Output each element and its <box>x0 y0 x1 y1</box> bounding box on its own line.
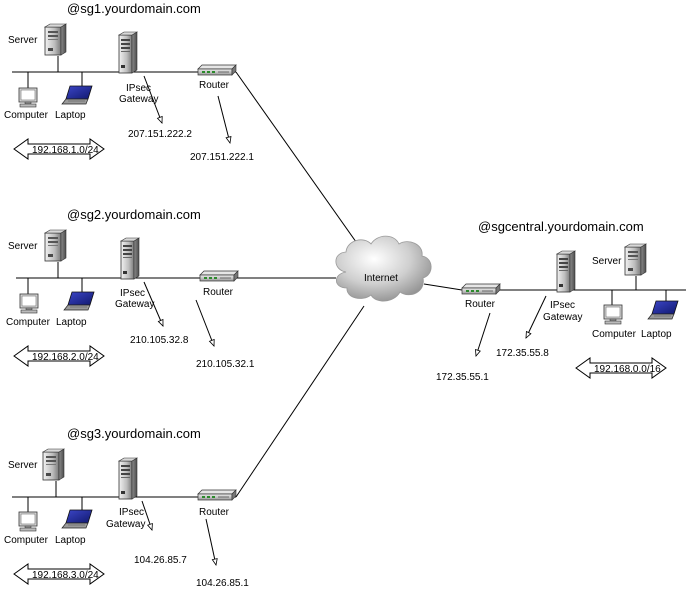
site-sg1: @sg1.yourdomain.com Server IPsec Gateway… <box>4 1 254 163</box>
gateway-ip-arrowhead <box>147 523 155 532</box>
computer-icon <box>19 293 39 314</box>
ipsec-gateway-icon <box>118 31 138 74</box>
gateway-ip-pointer <box>143 281 164 327</box>
cloud-icon <box>335 235 432 302</box>
link-sg3-internet <box>235 305 365 498</box>
subnet-label: 192.168.3.0/24 <box>32 570 99 581</box>
link-sg1-internet <box>235 71 367 257</box>
gateway-label-line1: IPsec <box>120 288 145 299</box>
site-domain: @sg1.yourdomain.com <box>67 1 201 16</box>
server-label: Server <box>8 35 38 46</box>
internet-links <box>235 71 463 498</box>
router-label: Router <box>203 287 234 298</box>
computer-label: Computer <box>4 535 49 546</box>
gateway-label-line2: Gateway <box>543 312 582 323</box>
site-domain: @sg3.yourdomain.com <box>67 426 201 441</box>
laptop-icon <box>63 291 95 311</box>
laptop-label: Laptop <box>56 317 87 328</box>
gateway-ip: 210.105.32.8 <box>130 335 189 346</box>
subnet-label: 192.168.0.0/16 <box>594 364 661 375</box>
subnet-label: 192.168.1.0/24 <box>32 145 99 156</box>
laptop-label: Laptop <box>641 329 672 340</box>
laptop-icon <box>61 85 93 105</box>
ipsec-gateway-icon <box>556 250 576 293</box>
laptop-icon <box>647 300 679 320</box>
router-label: Router <box>465 299 496 310</box>
site-sg3: @sg3.yourdomain.com Server IPsec Gateway… <box>4 426 249 589</box>
router-ip: 207.151.222.1 <box>190 152 254 163</box>
gateway-ip-arrowhead <box>157 319 166 328</box>
gateway-ip-pointer <box>525 295 547 339</box>
router-ip-pointer <box>475 312 491 357</box>
laptop-label: Laptop <box>55 110 86 121</box>
router-icon <box>199 270 239 282</box>
internet-label: Internet <box>364 273 398 284</box>
computer-label: Computer <box>6 317 51 328</box>
router-ip: 172.35.55.1 <box>436 372 489 383</box>
ipsec-gateway-icon <box>120 237 140 280</box>
router-ip-arrowhead <box>473 349 481 358</box>
site-domain: @sgcentral.yourdomain.com <box>478 219 644 234</box>
gateway-ip: 104.26.85.7 <box>134 555 187 566</box>
gateway-label-line1: IPsec <box>550 300 575 311</box>
server-icon <box>42 448 65 481</box>
computer-label: Computer <box>592 329 637 340</box>
router-ip-pointer <box>217 95 231 144</box>
ipsec-gateway-icon <box>118 457 138 500</box>
gateway-label-line2: Gateway <box>106 519 145 530</box>
router-icon <box>197 489 237 501</box>
gateway-ip: 172.35.55.8 <box>496 348 549 359</box>
router-icon <box>461 283 501 295</box>
computer-icon <box>18 87 38 108</box>
gateway-label-line2: Gateway <box>115 299 154 310</box>
gateway-label-line2: Gateway <box>119 94 158 105</box>
gateway-ip-arrowhead <box>523 331 532 340</box>
laptop-icon <box>61 509 93 529</box>
site-sg2: @sg2.yourdomain.com Server IPsec Gateway… <box>6 207 255 370</box>
laptop-label: Laptop <box>55 535 86 546</box>
link-central-internet <box>423 283 463 291</box>
router-ip-arrowhead <box>209 339 217 348</box>
router-ip-pointer <box>205 518 217 566</box>
router-ip-pointer <box>195 299 215 347</box>
gateway-ip-pointer <box>143 75 163 124</box>
server-label: Server <box>8 460 38 471</box>
computer-icon <box>18 511 38 532</box>
router-ip: 210.105.32.1 <box>196 359 255 370</box>
server-icon <box>624 243 647 276</box>
site-central: @sgcentral.yourdomain.com Server IPsec G… <box>436 219 686 383</box>
router-label: Router <box>199 507 230 518</box>
server-label: Server <box>8 241 38 252</box>
gateway-label-line1: IPsec <box>119 507 144 518</box>
computer-label: Computer <box>4 110 49 121</box>
server-icon <box>44 229 67 262</box>
router-label: Router <box>199 80 230 91</box>
router-ip-arrowhead <box>225 136 233 145</box>
server-icon <box>44 23 67 56</box>
gateway-ip: 207.151.222.2 <box>128 129 192 140</box>
router-icon <box>197 64 237 76</box>
gateway-label-line1: IPsec <box>126 83 151 94</box>
server-label: Server <box>592 256 622 267</box>
router-ip-arrowhead <box>211 558 219 566</box>
gateway-ip-arrowhead <box>157 116 165 125</box>
internet-cloud: Internet <box>335 235 432 302</box>
subnet-label: 192.168.2.0/24 <box>32 352 99 363</box>
site-domain: @sg2.yourdomain.com <box>67 207 201 222</box>
computer-icon <box>603 304 623 325</box>
router-ip: 104.26.85.1 <box>196 578 249 589</box>
